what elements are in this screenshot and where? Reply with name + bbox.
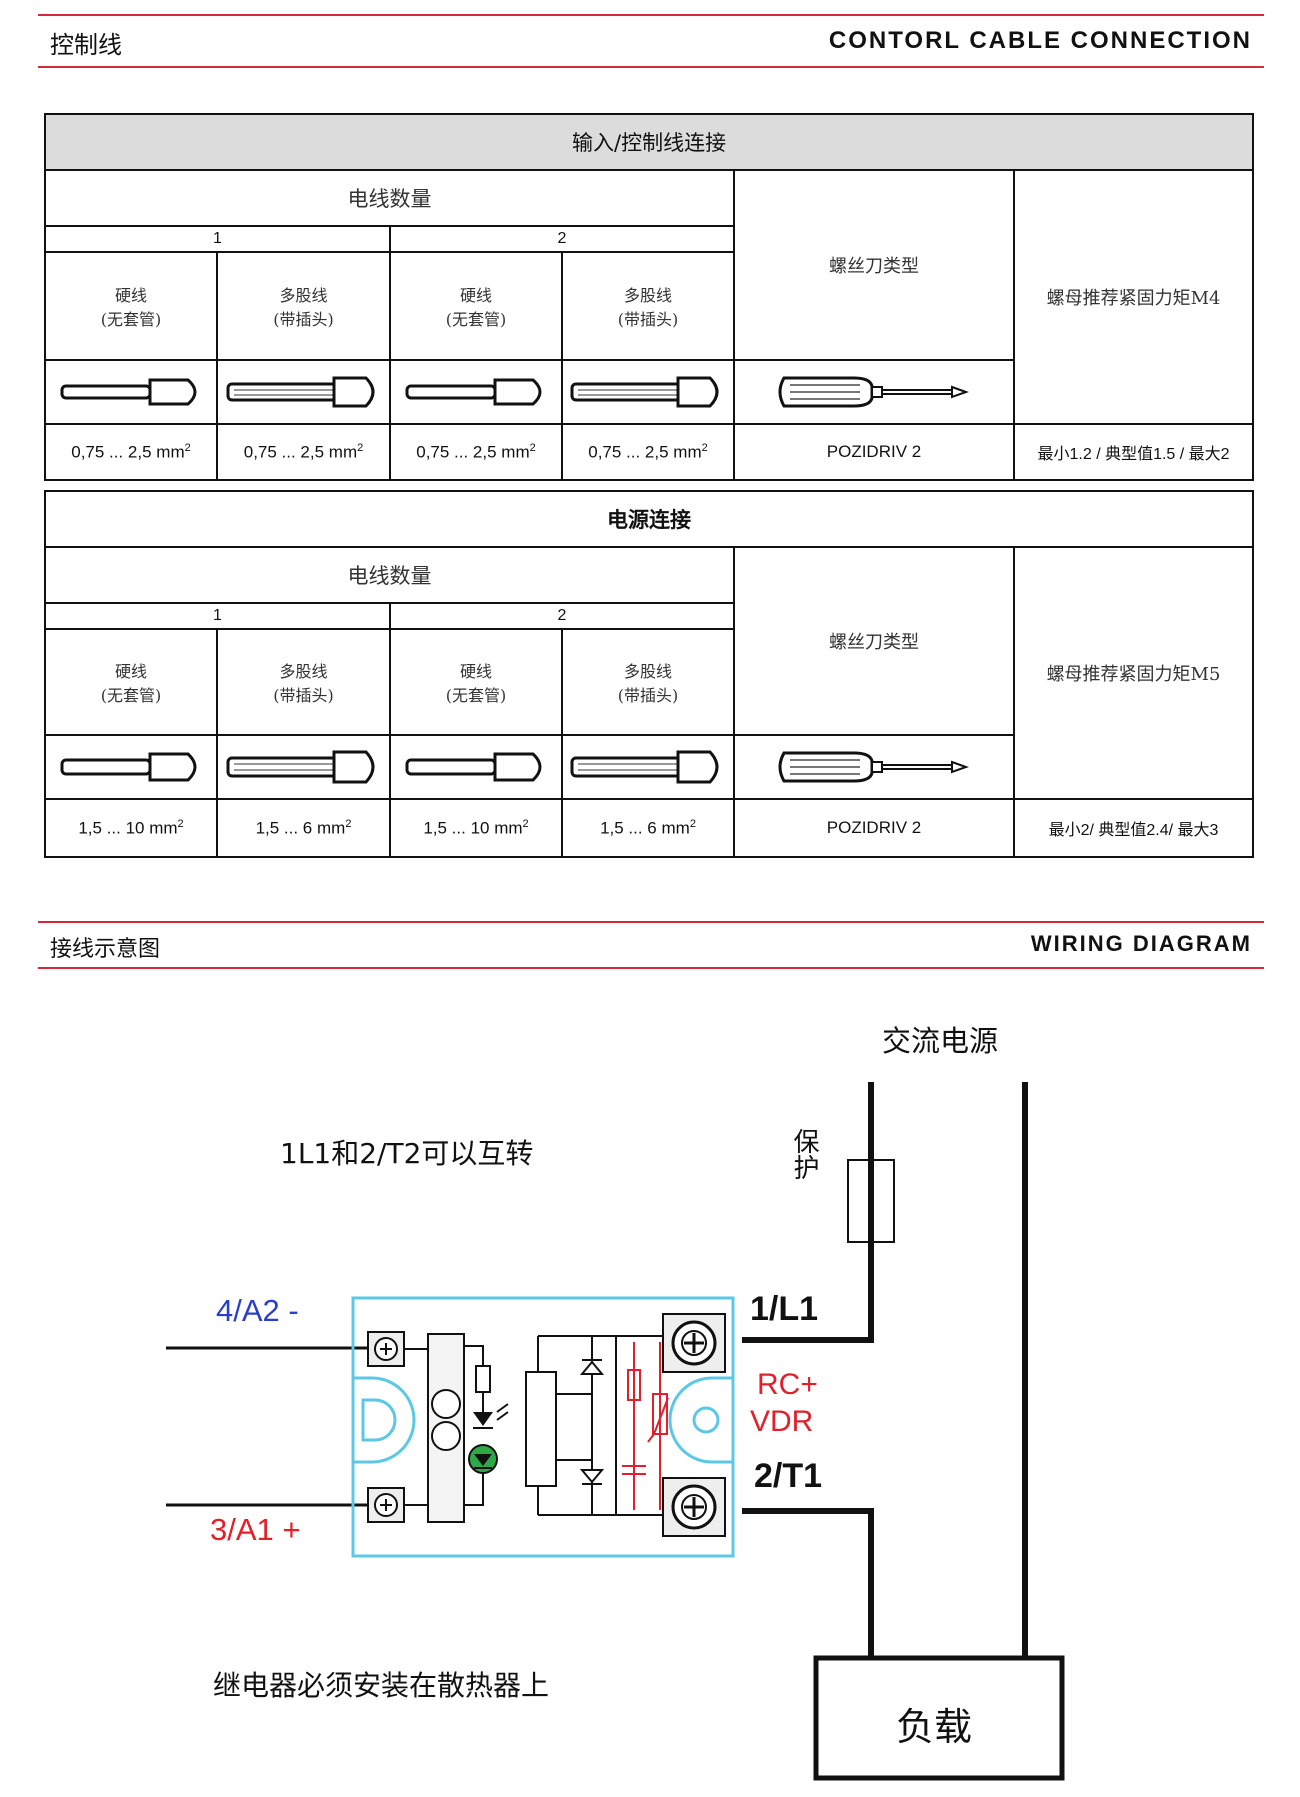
section-title-zh: 接线示意图 [50, 937, 161, 962]
terminal-a2-label: 4/A2 - [216, 1293, 299, 1328]
screwdriver-value: POZIDRIV 2 [733, 423, 1015, 481]
relay-module [351, 1296, 735, 1558]
heatsink-note: 继电器必须安装在散热器上 [213, 1669, 550, 1702]
section-title-en: WIRING DIAGRAM [1030, 931, 1252, 956]
load-box [813, 1655, 1065, 1781]
solid-wire-icon [44, 734, 218, 800]
protection-label: 保护 [789, 1128, 819, 1180]
section-header-control: 控制线 CONTORL CABLE CONNECTION [38, 14, 1264, 68]
solid-wire-label: 硬线 (无套管) [389, 628, 563, 736]
torque-value: 最小2/ 典型值2.4/ 最大3 [1012, 798, 1255, 858]
ferrule-wire-icon [216, 359, 391, 425]
wire-size-value: 0,75 ... 2,5 mm2 [389, 423, 563, 481]
ferrule-wire-icon [561, 359, 735, 425]
screwdriver-icon [733, 359, 1015, 425]
stranded-wire-label: 多股线 (带插头) [561, 628, 735, 736]
wire-count-1: 1 [44, 602, 391, 630]
torque-value: 最小1.2 / 典型值1.5 / 最大2 [1012, 423, 1255, 481]
screwdriver-type-label: 螺丝刀类型 [733, 546, 1015, 736]
rc-label: RC+ [757, 1368, 818, 1401]
stranded-wire-label: 多股线 (带插头) [216, 251, 391, 361]
wire-count-label: 电线数量 [44, 169, 735, 227]
solid-wire-label: 硬线 (无套管) [44, 628, 218, 736]
wire-size-value: 0,75 ... 2,5 mm2 [44, 423, 218, 481]
vdr-label: VDR [750, 1405, 814, 1438]
ac-power-label: 交流电源 [882, 1024, 999, 1058]
terminal-a1-label: 3/A1 + [210, 1512, 301, 1547]
wire-count-2: 2 [389, 225, 735, 253]
wire-size-value: 1,5 ... 10 mm2 [389, 798, 563, 858]
table-title: 电源连接 [43, 490, 1255, 548]
screwdriver-value: POZIDRIV 2 [733, 798, 1015, 858]
wire-count-2: 2 [389, 602, 735, 630]
screwdriver-type-label: 螺丝刀类型 [733, 169, 1015, 361]
solid-wire-icon [389, 359, 563, 425]
wire-count-label: 电线数量 [44, 546, 735, 604]
screwdriver-icon [733, 734, 1015, 800]
load-label: 负载 [896, 1705, 973, 1749]
stranded-wire-label: 多股线 (带插头) [216, 628, 391, 736]
solid-wire-icon [44, 359, 218, 425]
torque-label: 螺母推荐紧固力矩M4 [1012, 169, 1255, 425]
wire-size-value: 0,75 ... 2,5 mm2 [216, 423, 391, 481]
ferrule-wire-icon [561, 734, 735, 800]
wire-size-value: 1,5 ... 6 mm2 [561, 798, 735, 858]
stranded-wire-label: 多股线 (带插头) [561, 251, 735, 361]
wire-size-value: 1,5 ... 10 mm2 [44, 798, 218, 858]
ferrule-wire-icon [216, 734, 391, 800]
wire-size-value: 0,75 ... 2,5 mm2 [561, 423, 735, 481]
solid-wire-label: 硬线 (无套管) [389, 251, 563, 361]
solid-wire-label: 硬线 (无套管) [44, 251, 218, 361]
wire-size-value: 1,5 ... 6 mm2 [216, 798, 391, 858]
table-title: 输入/控制线连接 [43, 113, 1255, 171]
terminal-l1-label: 1/L1 [750, 1290, 819, 1328]
section-header-wiring: 接线示意图 WIRING DIAGRAM [38, 921, 1264, 969]
wire-count-1: 1 [44, 225, 391, 253]
control-cable-table: 输入/控制线连接 电线数量 螺丝刀类型 螺母推荐紧固力矩M4 1 2 硬线 (无… [43, 113, 1255, 481]
power-cable-table: 电源连接 电线数量 螺丝刀类型 螺母推荐紧固力矩M5 1 2 硬线 (无套管) … [43, 490, 1255, 858]
section-title-zh: 控制线 [50, 31, 122, 59]
solid-wire-icon [389, 734, 563, 800]
torque-label: 螺母推荐紧固力矩M5 [1012, 546, 1255, 800]
swap-note: 1L1和2/T2可以互转 [280, 1137, 534, 1170]
section-title-en: CONTORL CABLE CONNECTION [828, 27, 1252, 54]
terminal-t1-label: 2/T1 [754, 1457, 823, 1495]
